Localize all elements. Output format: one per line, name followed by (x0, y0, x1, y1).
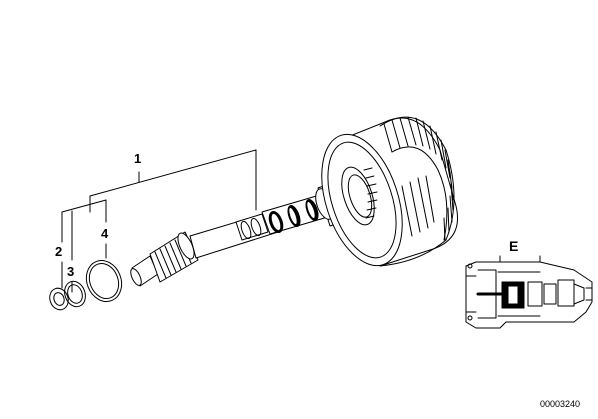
snap-ring-drawing (49, 287, 69, 311)
callout-3: 3 (67, 264, 75, 279)
washer-drawing (64, 280, 86, 308)
callout-2: 2 (55, 244, 63, 259)
reference-number: 00003240 (539, 399, 580, 409)
o-ring-drawing (85, 260, 123, 302)
callout-4: 4 (101, 226, 109, 241)
transmission-locator-inset (465, 255, 593, 329)
callout-1: 1 (134, 151, 142, 166)
leader-lines (61, 149, 257, 293)
drum-gear-drawing (321, 116, 458, 267)
inset-label-e: E (509, 238, 519, 254)
